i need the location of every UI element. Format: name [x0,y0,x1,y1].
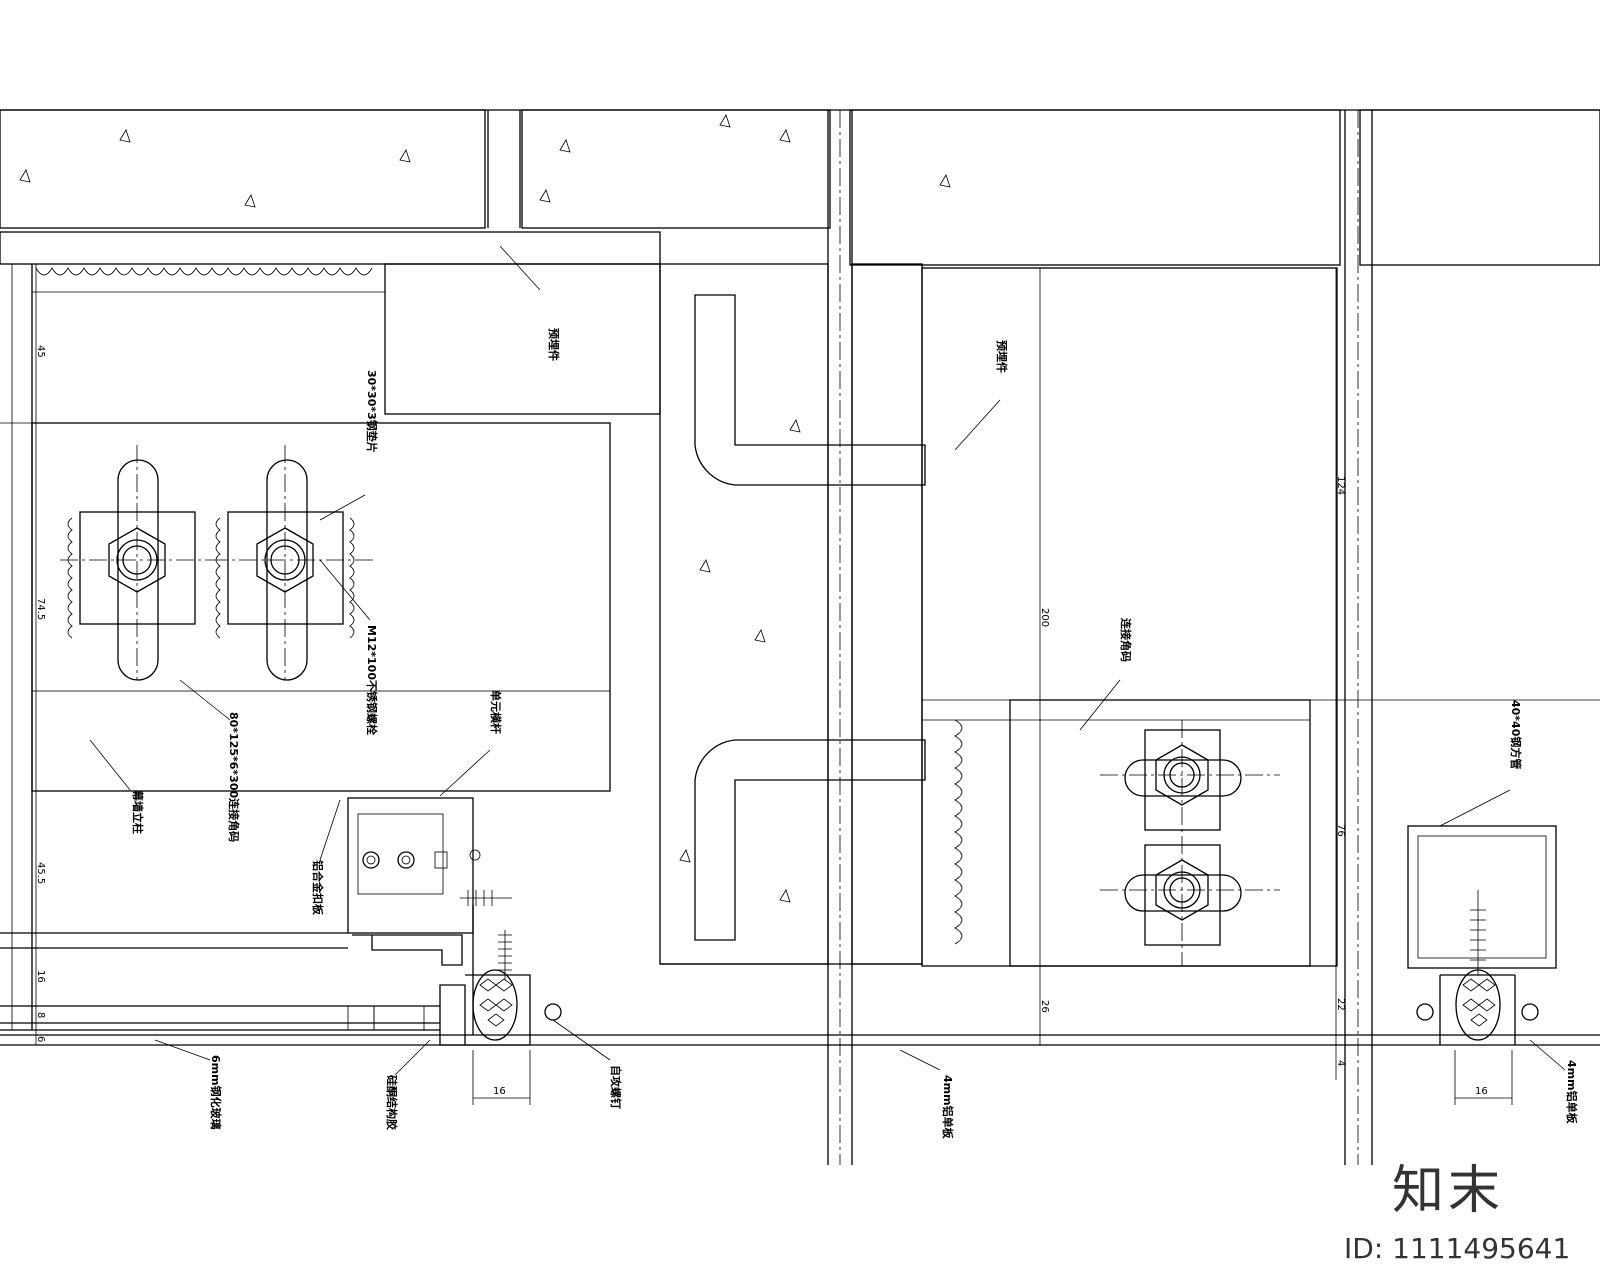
dim-bottom-16-right: 16 [1475,1086,1488,1097]
concrete-wall-middle [659,263,926,965]
dim-right-22: 22 [1335,998,1346,1011]
dim-left-16: 16 [35,970,46,983]
label-embedded-part-2: 预埋件 [995,340,1009,373]
left-assembly [0,231,1600,1046]
label-steel-plate: 30*30*3钢垫片 [365,370,379,453]
label-embedded-part-1: 预埋件 [547,328,561,361]
dim-right-26: 26 [1039,1000,1050,1013]
label-mullion: 幕墙立柱 [131,789,145,834]
dim-right-124: 124 [1335,476,1346,495]
label-bolt: M12*100不锈钢螺栓 [365,625,379,735]
bolt-right-2 [1100,844,1280,946]
label-self-tapping-screw: 自攻螺钉 [609,1065,623,1109]
label-structural-sealant: 硅酮结构胶 [385,1075,399,1130]
dim-left-6: 6 [35,1036,46,1042]
dim-bottom-16-left: 16 [493,1086,506,1097]
label-connector-angle-right: 连接角码 [1119,618,1133,662]
label-tempered-glass: 6mm钢化玻璃 [209,1055,223,1130]
dim-left-45-5: 45.5 [35,862,46,884]
dim-right-200: 200 [1039,608,1050,627]
dimension-labels: 45 74.5 45.5 16 8 6 16 124 200 76 26 22 … [35,345,1488,1097]
watermark-logo: 知末 [1392,1161,1505,1221]
label-aluminum-cover: 铝合金扣板 [311,860,325,916]
label-square-tube: 40*40钢方管 [1509,700,1523,769]
label-connector-angle-left: 80*125*6*300连接角码 [227,712,241,842]
dim-left-74-5: 74.5 [35,598,46,620]
label-aluminum-plate-2: 4mm铝单板 [1565,1060,1579,1125]
annotation-labels: 预埋件 预埋件 30*30*3钢垫片 M12*100不锈钢螺栓 80*125*6… [131,328,1579,1140]
bolt-left-1 [60,445,210,681]
dimension-lines [35,264,1513,1105]
dim-left-45: 45 [35,345,46,358]
concrete-slab-top [0,109,1600,266]
dim-left-8: 8 [35,1012,46,1018]
label-aluminum-plate-1: 4mm铝单板 [941,1075,955,1140]
dim-right-4: 4 [1335,1060,1346,1066]
label-unit-frame: 单元横杆 [489,690,503,734]
leader-lines [89,245,1566,1076]
bolt-right-1 [1100,729,1280,831]
watermark-image-id: ID: 1111495641 [1344,1232,1571,1265]
dim-right-76: 76 [1335,824,1346,837]
right-assembly [921,267,1600,1045]
bolt-left-2 [210,445,375,681]
